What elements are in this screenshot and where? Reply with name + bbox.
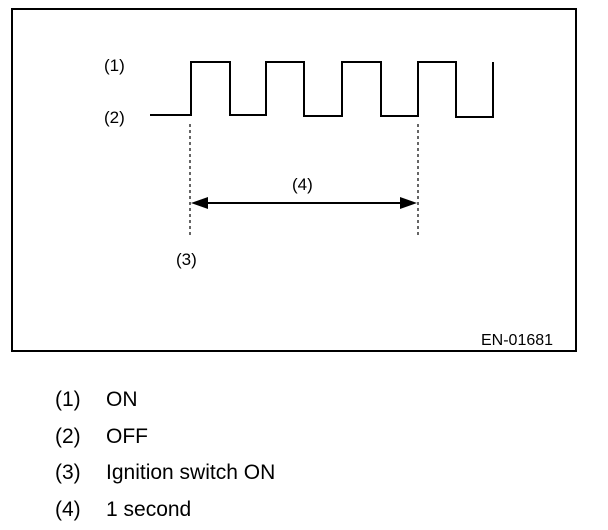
figure-id: EN-01681 <box>481 332 553 349</box>
label-off: (2) <box>104 108 125 127</box>
legend-key: (2) <box>55 424 81 448</box>
legend-text: OFF <box>106 424 148 448</box>
duration-arrow-left-head <box>191 197 208 209</box>
legend-item-off: (2) OFF <box>55 419 275 456</box>
legend-item-on: (1) ON <box>55 382 275 419</box>
legend-text: ON <box>106 388 138 412</box>
legend-text: 1 second <box>106 497 192 521</box>
label-on: (1) <box>104 56 125 75</box>
label-ignition: (3) <box>176 250 197 269</box>
legend-item-duration: (4) 1 second <box>55 492 275 529</box>
label-duration: (4) <box>292 175 313 194</box>
legend-key: (4) <box>55 497 81 521</box>
legend-item-ignition: (3) Ignition switch ON <box>55 455 275 492</box>
legend-text: Ignition switch ON <box>106 461 276 485</box>
signal-diagram: (1) (2) (4) (3) EN-01681 <box>104 56 553 349</box>
legend-list: (1) ON (2) OFF (3) Ignition switch ON (4… <box>55 382 275 528</box>
pulse-waveform <box>150 61 494 118</box>
duration-arrow-right-head <box>400 197 417 209</box>
legend-key: (1) <box>55 388 81 412</box>
diagram-frame <box>11 8 577 352</box>
legend-key: (3) <box>55 461 81 485</box>
